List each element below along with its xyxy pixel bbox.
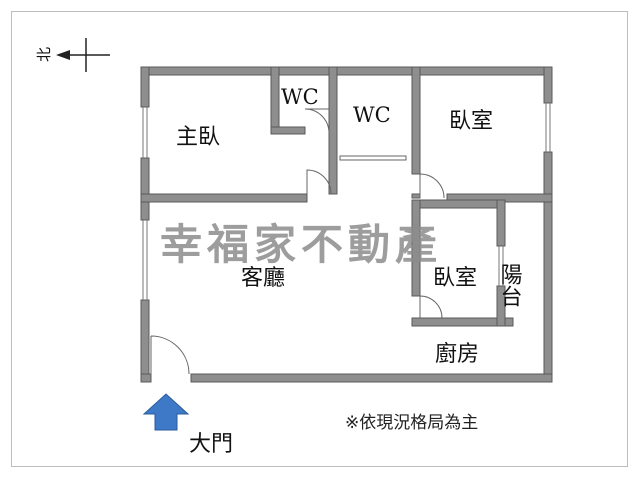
outer-wall-left-3: [140, 299, 150, 383]
outer-wall-bottom-stub: [140, 373, 152, 383]
outer-wall-left-2: [140, 157, 150, 221]
label-kitchen: 廚房: [435, 342, 479, 367]
outer-frame: [11, 11, 628, 467]
north-arrow-icon: [56, 50, 70, 60]
label-bedroom-e: 臥室: [433, 266, 477, 291]
outer-wall-right-1: [543, 66, 553, 104]
wall-balcony-left-2: [496, 285, 506, 327]
entrance-arrow-icon: [142, 393, 190, 431]
label-balcony-1: 陽台: [497, 263, 522, 307]
label-master-bedroom: 主臥: [176, 125, 220, 150]
door-bedroom-e: [419, 295, 443, 319]
wall-wc1-bottom: [270, 126, 306, 135]
wall-bedroom-e-left: [411, 199, 421, 297]
wall-wc1-left: [270, 66, 280, 134]
compass-label: 北: [35, 47, 53, 62]
outer-wall-right-2: [543, 151, 553, 383]
door-bedroom-ne: [419, 173, 445, 199]
door-master: [306, 169, 332, 195]
label-wc2: WC: [353, 103, 391, 127]
watermark-text: 幸福家不動產: [160, 220, 442, 269]
label-living-room: 客廳: [241, 266, 285, 291]
wall-stub: [411, 193, 421, 199]
walls: [140, 66, 553, 383]
outer-wall-left-1: [140, 66, 150, 108]
wall-balcony-left-1: [496, 199, 506, 247]
wc2-sliding-door: [339, 155, 407, 161]
outer-wall-bottom: [190, 373, 553, 383]
door-entrance: [150, 335, 190, 375]
wall-bedroom-e-bottom: [411, 317, 514, 327]
label-bedroom-ne: 臥室: [449, 109, 493, 134]
doors: [150, 108, 445, 375]
label-entrance: 大門: [189, 432, 233, 457]
door-wc1: [304, 108, 330, 134]
label-wc1: WC: [281, 85, 319, 109]
wall-master-bottom: [140, 193, 308, 203]
wall-bedroom-e-top: [411, 199, 506, 209]
north-compass: 北: [35, 38, 110, 72]
outer-wall-top: [140, 66, 553, 76]
windows: [142, 103, 551, 300]
disclaimer-note: ※依現況格局為主: [345, 413, 478, 433]
wall-wc1-right: [328, 66, 338, 195]
wall-wc2-right: [411, 66, 421, 175]
